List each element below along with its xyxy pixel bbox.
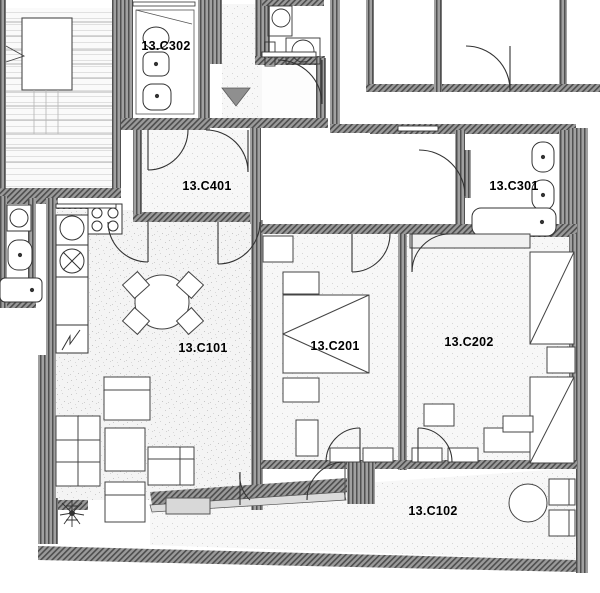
desk-icon xyxy=(447,447,479,463)
nightstand-icon xyxy=(282,377,320,403)
room-label-13-C401: 13.C401 xyxy=(182,179,231,193)
chair-icon xyxy=(121,270,151,300)
door-icon xyxy=(306,461,346,501)
door-icon xyxy=(135,9,193,25)
room-label-13-C202: 13.C202 xyxy=(444,335,493,349)
desk-icon xyxy=(362,447,394,463)
nightstand-icon xyxy=(282,271,320,295)
door-icon xyxy=(411,233,451,273)
windows xyxy=(55,51,439,209)
door-icon xyxy=(351,233,391,273)
room-labels: 13.C302 13.C401 13.C301 13.C101 13.C201 … xyxy=(141,39,538,518)
bathroom-301-fixtures xyxy=(471,141,557,237)
desk-icon xyxy=(329,447,361,463)
door-icon xyxy=(239,471,251,505)
door-icon xyxy=(325,427,361,463)
armchair-icon xyxy=(147,446,195,486)
door-icon xyxy=(107,221,149,263)
terrace-furniture xyxy=(508,478,576,537)
chair-icon xyxy=(121,306,151,336)
door-icon xyxy=(465,45,511,91)
room-label-13-C201: 13.C201 xyxy=(310,339,359,353)
nightstand-icon xyxy=(546,346,576,374)
chair-icon xyxy=(548,478,576,506)
left-bathroom-fixtures xyxy=(0,204,43,303)
lounge-furniture xyxy=(55,376,211,527)
bathtub-icon xyxy=(0,277,43,303)
plant-icon xyxy=(59,500,85,527)
window-icon xyxy=(55,203,117,209)
room-label-13-C101: 13.C101 xyxy=(178,341,227,355)
armchair-icon xyxy=(104,481,146,523)
sink-icon xyxy=(142,26,170,50)
wardrobe-icon xyxy=(409,233,531,249)
chair-icon xyxy=(175,270,205,300)
window-icon xyxy=(261,51,317,58)
desk-icon xyxy=(411,447,443,463)
door-icon xyxy=(205,129,249,173)
counter-icon xyxy=(55,276,89,326)
triangle-direction-marker xyxy=(221,87,251,107)
kitchen-fixtures xyxy=(55,203,123,354)
bed-icon xyxy=(282,294,370,374)
bed-icon xyxy=(529,251,575,345)
nightstand-icon xyxy=(502,415,534,433)
bathroom-302-fixtures xyxy=(135,9,195,115)
nightstand-icon xyxy=(423,403,455,427)
door-icon xyxy=(418,149,466,197)
room-label-13-C102: 13.C102 xyxy=(408,504,457,518)
door-icon xyxy=(147,129,189,171)
round-table-icon xyxy=(508,483,548,523)
room-label-13-C302: 13.C302 xyxy=(141,39,190,53)
sofa-icon xyxy=(55,415,101,487)
window-icon xyxy=(397,125,439,132)
wardrobe-icon xyxy=(262,235,294,263)
dining-table-icon xyxy=(134,274,190,330)
dining-set xyxy=(121,270,205,336)
doors xyxy=(107,9,511,505)
armchair-icon xyxy=(103,376,151,421)
room-label-13-C301: 13.C301 xyxy=(489,179,538,193)
bedroom-202-furniture xyxy=(409,233,576,464)
chair-icon xyxy=(175,306,205,336)
bedroom-201-furniture xyxy=(262,235,394,463)
door-icon xyxy=(217,221,261,265)
desk-icon xyxy=(295,419,319,457)
bed-icon xyxy=(529,376,575,464)
door-icon xyxy=(277,59,323,105)
stairwell xyxy=(5,17,112,163)
coffee-table-icon xyxy=(104,427,146,472)
chair-icon xyxy=(548,509,576,537)
door-icon xyxy=(417,427,453,463)
